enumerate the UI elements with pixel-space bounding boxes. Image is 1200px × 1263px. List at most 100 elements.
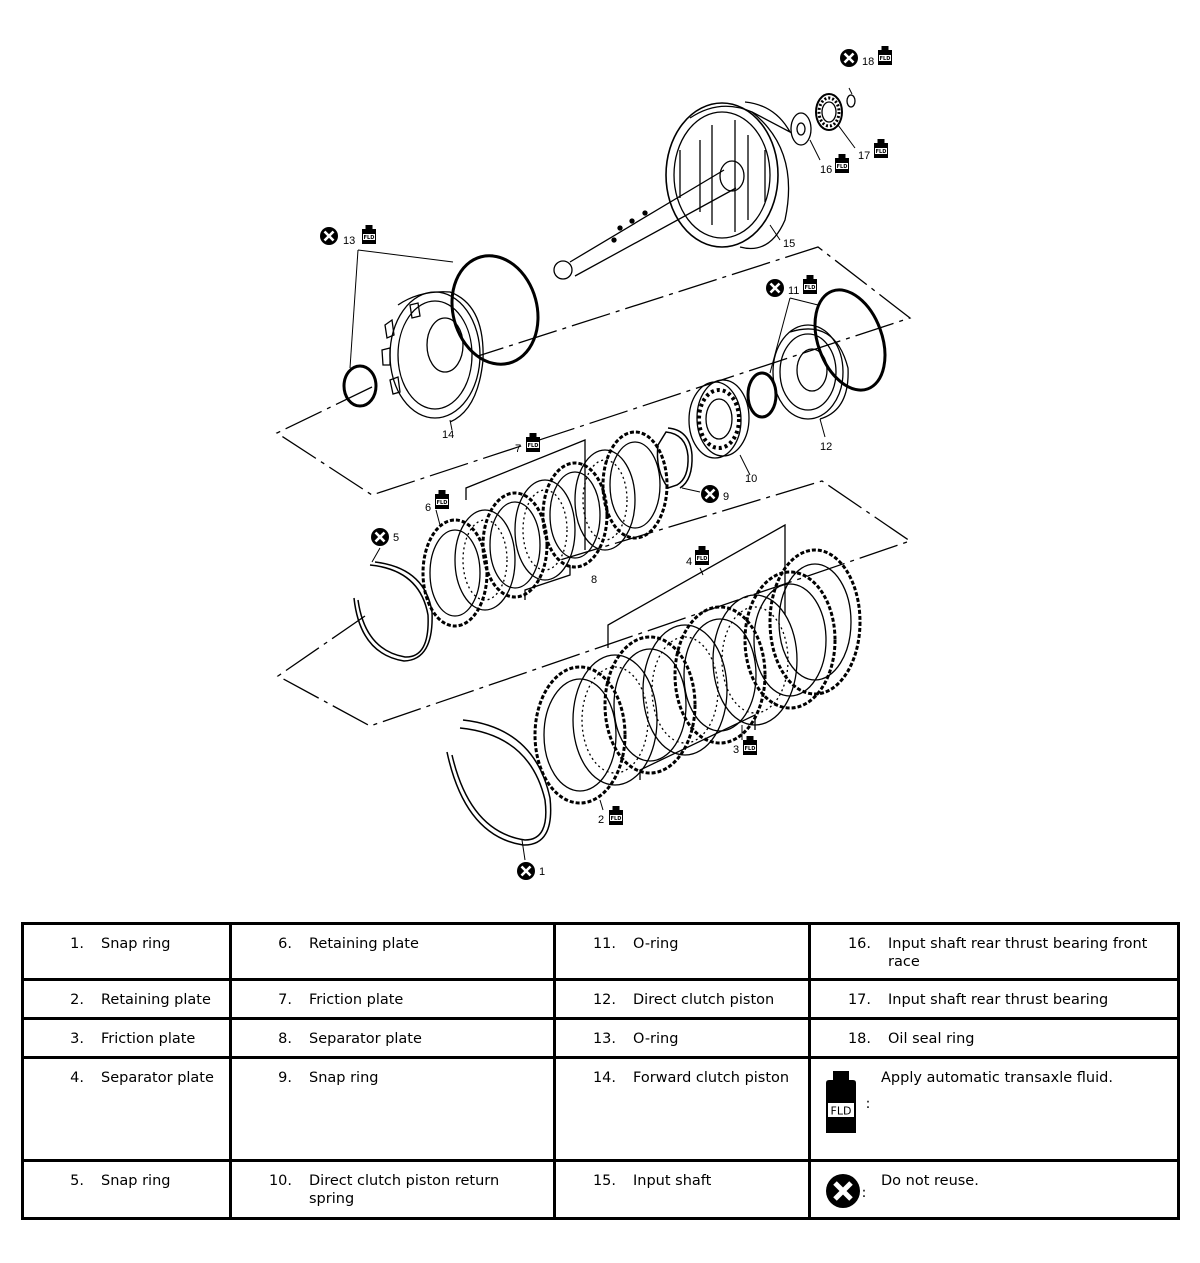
callout-9: 9 <box>699 483 729 505</box>
callout-1: 1 <box>515 860 545 882</box>
part-number: 14. <box>592 1070 616 1086</box>
callout-13: 13 <box>318 225 376 247</box>
callout-16-label: 16 <box>820 164 832 176</box>
piston-return-spring <box>688 379 750 459</box>
part-name: Input shaft rear thrust bearing front ra… <box>888 936 1148 970</box>
part-name: Forward clutch piston <box>633 1070 790 1086</box>
fluid-bottle-icon <box>609 806 623 825</box>
part-number: 9. <box>278 1070 292 1086</box>
symbol-colon: : <box>861 1185 867 1201</box>
callout-12-label: 12 <box>820 441 832 453</box>
callout-6: 6 <box>425 490 449 514</box>
callout-7-label: 7 <box>515 443 521 455</box>
part-number: 3. <box>70 1031 84 1047</box>
fluid-bottle-icon: FLD <box>825 1071 856 1133</box>
snap-ring-9 <box>656 427 693 489</box>
callout-10-label: 10 <box>745 473 757 485</box>
part-name: Retaining plate <box>309 936 419 952</box>
part-number: 1. <box>70 936 84 952</box>
do-not-reuse-icon <box>369 526 391 548</box>
fluid-bottle-icon <box>526 433 540 452</box>
part-name: Input shaft rear thrust bearing <box>888 992 1109 1008</box>
callout-17-label: 17 <box>858 150 870 162</box>
o-ring-13-small <box>342 364 378 408</box>
do-not-reuse-icon <box>838 47 860 69</box>
callout-11: 11 <box>764 275 817 299</box>
part-name: Friction plate <box>101 1031 196 1047</box>
callout-7: 7 <box>515 433 540 455</box>
part-number: 5. <box>70 1173 84 1189</box>
do-not-reuse-icon <box>699 483 721 505</box>
part-name: Retaining plate <box>101 992 211 1008</box>
callout-5-label: 5 <box>393 532 399 544</box>
part-number: 18. <box>847 1031 871 1047</box>
part-number: 11. <box>592 936 616 952</box>
snap-ring-5 <box>353 561 433 662</box>
part-number: 10. <box>268 1173 292 1189</box>
part-name: Input shaft <box>633 1173 712 1189</box>
thrust-bearing-race <box>790 112 812 146</box>
part-number: 16. <box>847 936 871 952</box>
fluid-bottle-icon <box>835 154 849 173</box>
fluid-bottle-icon <box>743 736 757 755</box>
fluid-bottle-icon <box>695 546 709 565</box>
do-not-reuse-icon <box>825 1174 860 1208</box>
callout-18: 18 <box>838 46 892 69</box>
symbol-colon: : <box>865 1096 871 1112</box>
callout-4-label: 4 <box>686 556 692 568</box>
legend-row: 5. Snap ring 10. Direct clutch piston retu… <box>21 1159 1180 1220</box>
part-name: Snap ring <box>101 1173 171 1189</box>
do-not-reuse-icon <box>318 225 340 247</box>
do-not-reuse-icon <box>764 277 786 299</box>
leader-lines <box>349 87 856 861</box>
callout-15-label: 15 <box>783 238 795 250</box>
callout-4: 4 <box>686 546 709 568</box>
part-number: 6. <box>278 936 292 952</box>
part-number: 15. <box>592 1173 616 1189</box>
callout-5: 5 <box>369 526 399 548</box>
part-number: 2. <box>70 992 84 1008</box>
fluid-symbol-description: Apply automatic transaxle fluid. <box>881 1070 1113 1086</box>
no-reuse-symbol-description: Do not reuse. <box>881 1173 979 1189</box>
part-name: Oil seal ring <box>888 1031 975 1047</box>
legend-row: 3. Friction plate 8. Separator plate 13. O-… <box>21 1017 1180 1059</box>
o-ring-13-large <box>450 254 540 366</box>
fluid-bottle-icon <box>878 46 892 65</box>
callout-18-label: 18 <box>862 56 874 68</box>
legend-row: 1.Snap ring 6.Retaining plate 11.O-ring … <box>21 922 1180 981</box>
part-number: 13. <box>592 1031 616 1047</box>
part-name: Separator plate <box>101 1070 214 1086</box>
part-name: Separator plate <box>309 1031 422 1047</box>
exploded-view-diagram: FLD <box>275 46 912 882</box>
snap-ring-1 <box>446 719 552 846</box>
legend-row: 2.Retaining plate 7.Friction plate 12.Di… <box>21 978 1180 1020</box>
callout-14-label: 14 <box>442 429 454 441</box>
input-shaft <box>553 101 792 280</box>
callout-13-label: 13 <box>343 235 355 247</box>
part-name: O-ring <box>633 936 679 952</box>
part-name: Direct clutch piston return spring <box>309 1173 500 1207</box>
part-number: 4. <box>70 1070 84 1086</box>
fluid-bottle-icon <box>803 275 817 294</box>
callout-8-label: 8 <box>591 574 597 586</box>
callout-1-label: 1 <box>539 866 545 878</box>
part-number: 8. <box>278 1031 292 1047</box>
callout-3: 3 <box>733 736 757 756</box>
callout-2-label: 2 <box>598 814 604 826</box>
do-not-reuse-icon <box>515 860 537 882</box>
callout-9-label: 9 <box>723 491 729 503</box>
oil-seal-ring <box>846 94 856 108</box>
callout-17: 17 <box>858 139 888 162</box>
callout-3-label: 3 <box>733 744 739 756</box>
part-number: 7. <box>278 992 292 1008</box>
lower-plate-stack <box>533 523 862 805</box>
part-name: O-ring <box>633 1031 679 1047</box>
thrust-bearing <box>815 93 843 131</box>
direct-clutch-piston <box>772 324 849 420</box>
fluid-bottle-icon <box>874 139 888 158</box>
lower-frame-outline <box>276 480 912 727</box>
callout-11-label: 11 <box>788 285 799 297</box>
part-number: 12. <box>592 992 616 1008</box>
part-name: Snap ring <box>101 936 171 952</box>
legend-row: 4.Separator plate 9.Snap ring 14.Forward… <box>21 1056 1180 1162</box>
